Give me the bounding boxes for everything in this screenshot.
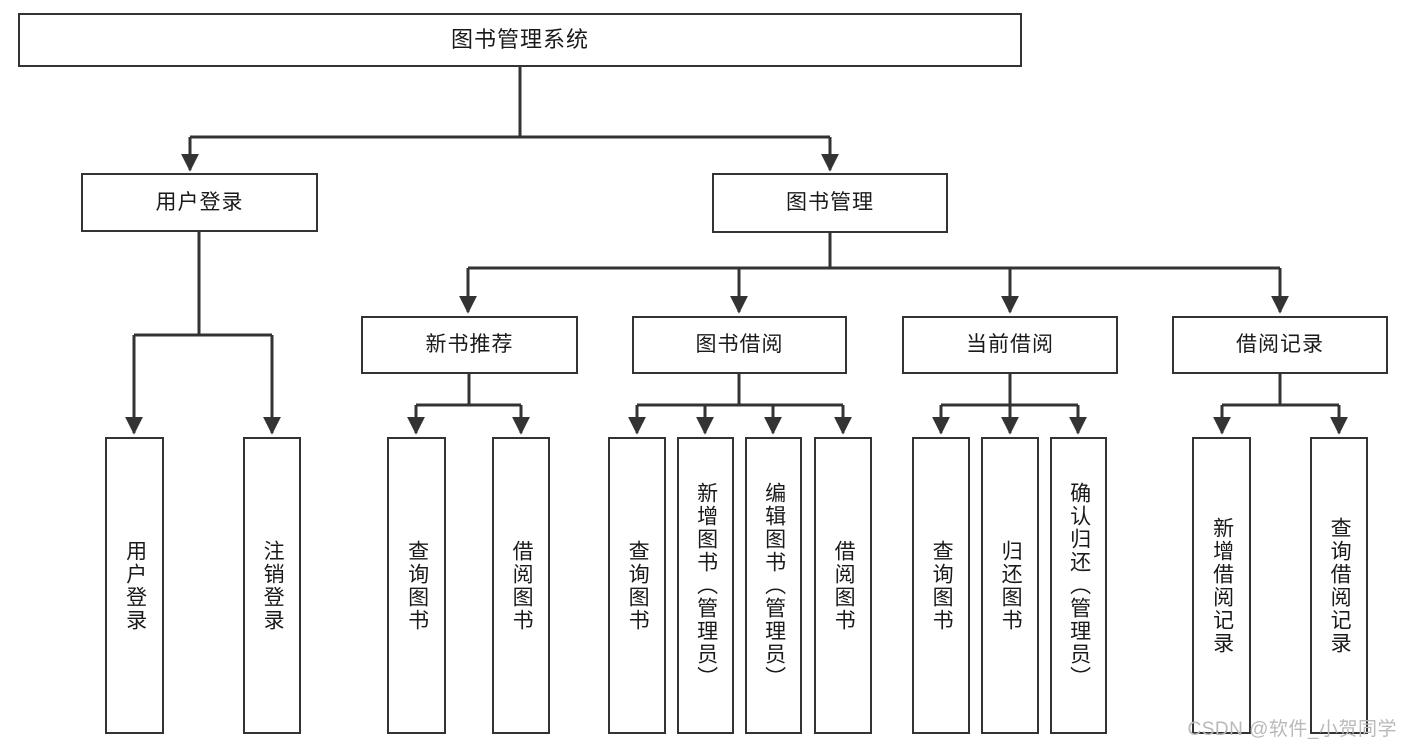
leaf-current-borrow-confirm-return-admin[interactable]: 确认归还（管理员） xyxy=(1050,437,1107,734)
leaf-borrow-record-add-record[interactable]: 新增借阅记录 xyxy=(1192,437,1251,734)
leaf-user-login-logout[interactable]: 注销登录 xyxy=(243,437,301,734)
node-label: 归还图书 xyxy=(999,539,1023,632)
node-new-book-recommend[interactable]: 新书推荐 xyxy=(361,316,578,374)
leaf-book-borrow-add-book-admin[interactable]: 新增图书（管理员） xyxy=(677,437,734,734)
node-label: 新书推荐 xyxy=(425,333,514,357)
leaf-current-borrow-return-book[interactable]: 归还图书 xyxy=(981,437,1039,734)
node-book-management[interactable]: 图书管理 xyxy=(712,173,948,233)
node-label: 用户登录 xyxy=(123,539,147,632)
node-label: 新增图书（管理员） xyxy=(694,482,718,689)
leaf-current-borrow-query-book[interactable]: 查询图书 xyxy=(912,437,970,734)
node-label: 借阅图书 xyxy=(510,539,534,632)
node-label: 确认归还（管理员） xyxy=(1067,482,1091,689)
node-root-book-management-system[interactable]: 图书管理系统 xyxy=(18,13,1022,67)
node-label: 编辑图书（管理员） xyxy=(762,482,786,689)
node-borrow-record[interactable]: 借阅记录 xyxy=(1172,316,1388,374)
node-book-borrow[interactable]: 图书借阅 xyxy=(632,316,847,374)
node-label: 查询图书 xyxy=(626,539,650,632)
leaf-user-login-login[interactable]: 用户登录 xyxy=(105,437,164,734)
node-label: 借阅图书 xyxy=(832,539,856,632)
leaf-new-book-borrow-book[interactable]: 借阅图书 xyxy=(492,437,550,734)
node-label: 查询借阅记录 xyxy=(1328,516,1352,655)
leaf-book-borrow-edit-book-admin[interactable]: 编辑图书（管理员） xyxy=(745,437,802,734)
node-label: 查询图书 xyxy=(930,539,954,632)
node-label: 查询图书 xyxy=(405,539,429,632)
node-label: 用户登录 xyxy=(155,190,244,214)
leaf-book-borrow-query-book[interactable]: 查询图书 xyxy=(608,437,666,734)
leaf-borrow-record-query-record[interactable]: 查询借阅记录 xyxy=(1310,437,1368,734)
node-user-login[interactable]: 用户登录 xyxy=(81,173,318,232)
node-label: 借阅记录 xyxy=(1236,333,1324,357)
node-label: 新增借阅记录 xyxy=(1210,516,1234,655)
leaf-book-borrow-borrow-book[interactable]: 借阅图书 xyxy=(814,437,872,734)
node-label: 图书借阅 xyxy=(695,333,784,357)
node-label: 当前借阅 xyxy=(966,333,1054,357)
node-label: 注销登录 xyxy=(261,539,285,632)
node-current-borrow[interactable]: 当前借阅 xyxy=(902,316,1118,374)
node-label: 图书管理系统 xyxy=(450,26,589,52)
node-label: 图书管理 xyxy=(786,191,874,215)
leaf-new-book-query-book[interactable]: 查询图书 xyxy=(387,437,446,734)
csdn-watermark: CSDN @软件_小贺同学 xyxy=(1187,719,1397,740)
